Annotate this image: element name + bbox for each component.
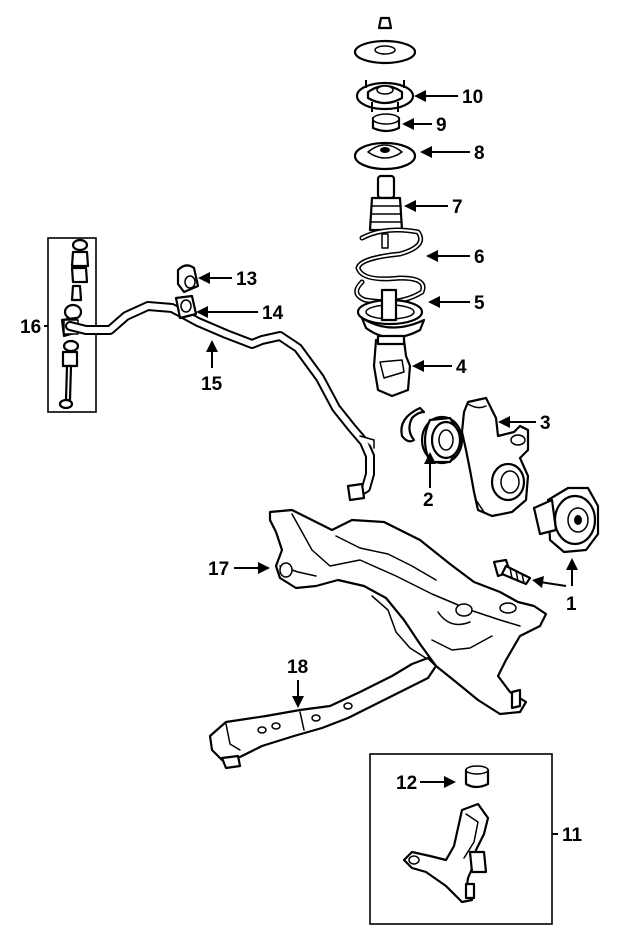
callout-5: 5 [474, 293, 485, 314]
strut-upper-plate [353, 39, 417, 65]
callout-13: 13 [236, 269, 257, 290]
front-crossmember [268, 508, 548, 716]
hub-bolt [492, 558, 532, 586]
callout-leaders [44, 90, 578, 835]
strut-assembly [353, 16, 426, 398]
callout-15: 15 [201, 374, 223, 395]
callout-labels: 10 9 8 7 6 5 4 3 2 1 13 14 15 16 17 18 1… [20, 87, 583, 846]
stabilizer-bar [65, 301, 375, 502]
stabilizer-bushing-upper [176, 264, 200, 294]
subframe-brace [208, 656, 438, 770]
callout-17: 17 [208, 559, 229, 580]
callout-14: 14 [262, 303, 284, 324]
callout-7: 7 [452, 197, 463, 218]
lower-control-arm [402, 802, 490, 904]
callout-8: 8 [474, 143, 485, 164]
callout-3: 3 [540, 413, 551, 434]
stabilizer-bar-group [47, 237, 375, 502]
steering-knuckle [460, 396, 530, 518]
strut-body [372, 288, 412, 398]
stabilizer-bushing-lower [174, 294, 198, 320]
callout-12: 12 [396, 773, 417, 794]
callout-2: 2 [423, 490, 434, 511]
strut-bearing-bushing [371, 113, 401, 133]
strut-top-nut [377, 16, 393, 30]
callout-10: 10 [462, 87, 483, 108]
strut-upper-spring-seat [353, 141, 417, 171]
callout-18: 18 [287, 657, 308, 678]
callout-4: 4 [456, 357, 467, 378]
strut-bump-stop-boot [368, 174, 404, 232]
wheel-bearing [420, 415, 464, 465]
coil-spring [354, 227, 426, 305]
callout-16: 16 [20, 317, 41, 338]
snap-ring [400, 406, 426, 443]
callout-6: 6 [474, 247, 485, 268]
strut-mount [355, 80, 415, 112]
hub-and-knuckle [400, 396, 600, 586]
callout-11: 11 [562, 825, 583, 846]
callout-1: 1 [566, 594, 577, 615]
callout-9: 9 [436, 115, 447, 136]
control-arm-bushing [464, 765, 490, 789]
control-arm-kit-box [369, 753, 553, 925]
wheel-hub [532, 486, 600, 554]
